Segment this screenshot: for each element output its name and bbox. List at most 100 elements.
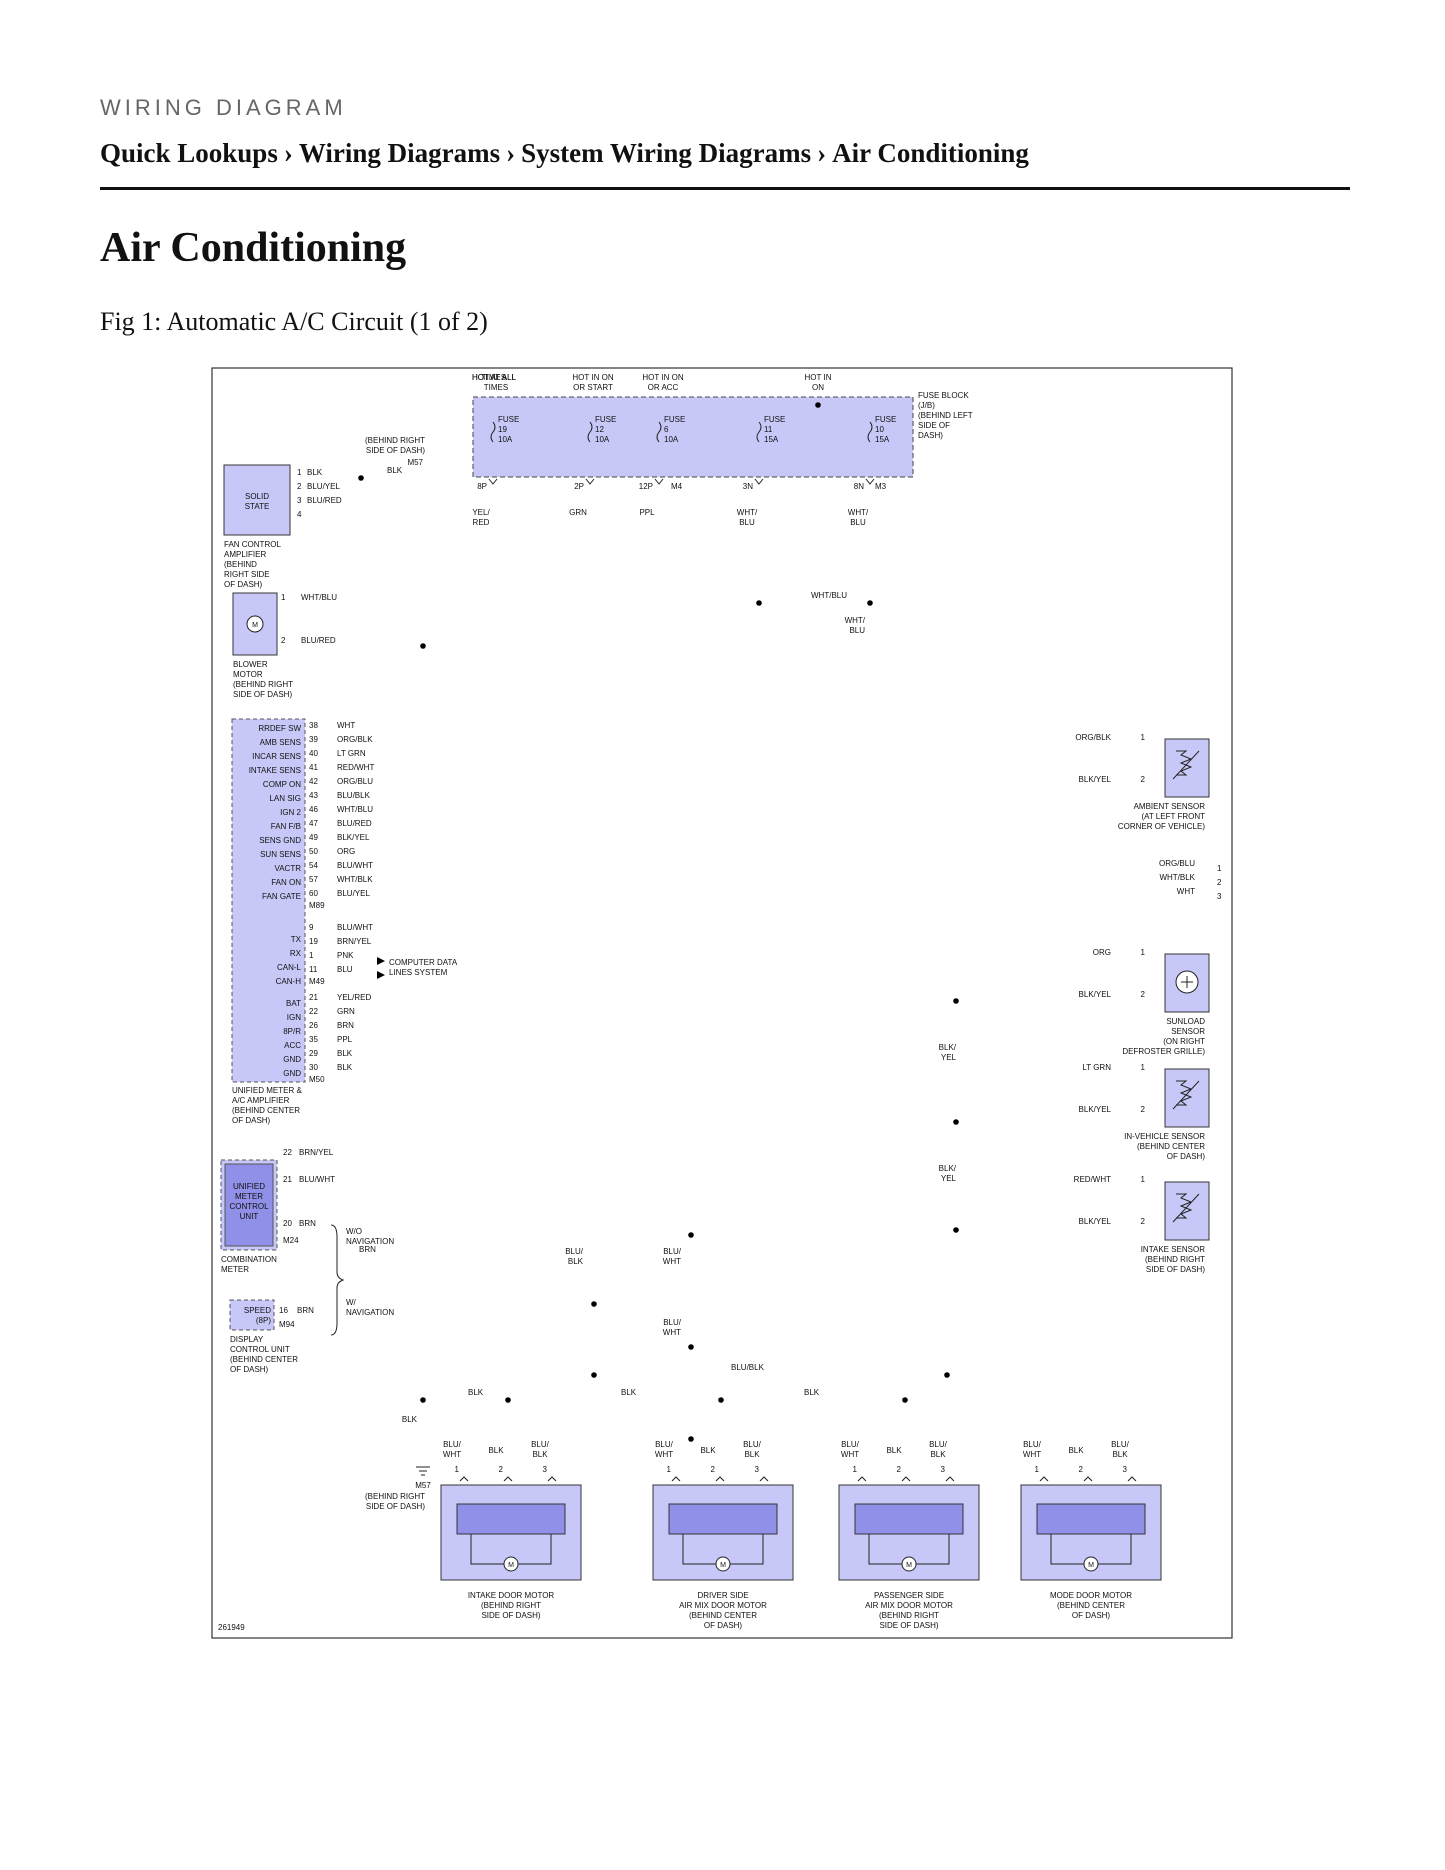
brn-label: BRN	[359, 1245, 376, 1254]
ac-amp-terminal: GND	[283, 1055, 301, 1064]
fuse-wire-label: WHT/	[737, 508, 758, 517]
door-motor-label: AIR MIX DOOR MOTOR	[865, 1601, 953, 1610]
thermistor-icon	[1172, 1080, 1200, 1110]
sensor-pin: 1	[1141, 1175, 1146, 1184]
door-motor-label: OF DASH)	[704, 1621, 743, 1630]
fuse-wire-label: YEL/	[472, 508, 490, 517]
combo-pin: 22	[283, 1148, 292, 1157]
breadcrumb-wiring-diagrams[interactable]: Wiring Diagrams	[298, 138, 501, 168]
connector-pin	[865, 478, 875, 485]
resistor-icon	[1176, 750, 1193, 776]
door-motor-label: SIDE OF DASH)	[879, 1621, 938, 1630]
sensor-wire: BLK/YEL	[1079, 1105, 1112, 1114]
door-motor-label: (BEHIND CENTER	[689, 1611, 757, 1620]
w-nav-label: W/	[346, 1298, 357, 1307]
ac-amp-pin: 42	[309, 777, 318, 786]
fuse-amp: 10A	[595, 435, 610, 444]
fuse-name: FUSE	[595, 415, 616, 424]
ac-amp-wire-label: BLU/RED	[337, 819, 372, 828]
sensor	[1164, 1181, 1210, 1241]
sensor-pin: 1	[1141, 1063, 1146, 1072]
splice-dot	[815, 402, 821, 408]
ac-amp-pin: 47	[309, 819, 318, 828]
fuse-pin: 8P	[477, 482, 487, 491]
connector-m94: M94	[279, 1320, 295, 1329]
door-motor-pin: 3	[941, 1465, 946, 1474]
can-label: LINES SYSTEM	[389, 968, 448, 977]
ground-icon	[416, 1466, 430, 1476]
splice-dot	[420, 643, 426, 649]
connector-m49: M49	[309, 977, 325, 986]
connector-pin	[459, 1476, 469, 1482]
section-eyebrow: WIRING DIAGRAM	[100, 95, 347, 120]
bus-label: BLK	[568, 1257, 584, 1266]
ac-amp-terminal: INCAR SENS	[252, 752, 301, 761]
ac-amp-wire-label: YEL/RED	[337, 993, 371, 1002]
fuse-block-label: (BEHIND LEFT	[918, 411, 973, 420]
fuse-wire-label: BLU	[739, 518, 755, 527]
fuse-number: 10	[875, 425, 884, 434]
ac-amp-label: UNIFIED METER &	[232, 1086, 302, 1095]
fuse-element	[587, 421, 593, 443]
fuse-amp: 10A	[664, 435, 679, 444]
fuse-pin: 2P	[574, 482, 584, 491]
display-label: OF DASH)	[230, 1365, 269, 1374]
ac-amp-wire-label: WHT/BLK	[337, 875, 373, 884]
ac-amp-pin: 38	[309, 721, 318, 730]
connector-pin	[754, 478, 764, 485]
breadcrumb-system-wiring-diagrams[interactable]: System Wiring Diagrams	[521, 138, 812, 168]
ac-amp-terminal: FAN F/B	[271, 822, 301, 831]
door-motor-pin: 3	[543, 1465, 548, 1474]
breadcrumb-air-conditioning[interactable]: Air Conditioning	[832, 138, 1029, 168]
ac-amp-wire-label: BRN	[337, 1021, 354, 1030]
display-label: DISPLAY	[230, 1335, 264, 1344]
sensor-pin: 2	[1141, 775, 1146, 784]
blower-motor-m: M	[252, 622, 258, 629]
bus-label: BLU/	[663, 1247, 682, 1256]
ac-amp-wire-label: ORG/BLK	[337, 735, 373, 744]
fan-amp-ground-label: (BEHIND RIGHT	[365, 436, 425, 445]
ac-amp-terminal: 8P/R	[283, 1027, 301, 1036]
fan-amp-ground-conn: M57	[407, 458, 423, 467]
sensor-label: SIDE OF DASH)	[1146, 1265, 1205, 1274]
sensor-label: OF DASH)	[1167, 1152, 1206, 1161]
connector-pin	[585, 478, 595, 485]
thermistor-icon	[1172, 1193, 1200, 1223]
fuse-number: 11	[764, 425, 773, 434]
unified-meter-control-unit	[224, 1163, 274, 1247]
ac-amp-terminal: IGN 2	[280, 808, 301, 817]
fan-control-amplifier	[223, 464, 291, 536]
connector-pin	[1083, 1476, 1093, 1482]
ac-amp-terminal: CAN-L	[277, 963, 302, 972]
door-motor-wire: BLU/	[1023, 1440, 1042, 1449]
door-motor-pin: 2	[1079, 1465, 1084, 1474]
sensor-wire: BLK/YEL	[1079, 990, 1112, 999]
combo-wire: BRN	[299, 1219, 316, 1228]
connector-pin	[715, 1476, 725, 1482]
connector-pin	[654, 478, 664, 485]
blower-wire: BLU/RED	[301, 636, 336, 645]
offpage-pin: 1	[1217, 864, 1222, 873]
breadcrumb-quick-lookups[interactable]: Quick Lookups	[100, 138, 278, 168]
fuse-amp: 15A	[875, 435, 890, 444]
display-pin: 16	[279, 1306, 288, 1315]
display-wire: BRN	[297, 1306, 314, 1315]
sensor-wire: BLK/YEL	[1079, 1217, 1112, 1226]
sensor-label: SENSOR	[1171, 1027, 1205, 1036]
fuse-name: FUSE	[875, 415, 896, 424]
diagram-frame	[211, 367, 1233, 1639]
sensor-label: (BEHIND CENTER	[1137, 1142, 1205, 1151]
connector-pin	[547, 1476, 557, 1482]
fuse-block-label: (J/B)	[918, 401, 935, 410]
hot-label: TIMES	[484, 383, 508, 392]
resistor-icon	[1176, 1193, 1193, 1219]
fuse-element	[867, 421, 873, 443]
fuse-element	[756, 421, 762, 443]
door-motor-m: M	[508, 1562, 514, 1569]
connector-m4: M4	[671, 482, 683, 491]
ac-amp-terminal: GND	[283, 1069, 301, 1078]
display-label: CONTROL UNIT	[230, 1345, 290, 1354]
sensor-pin: 2	[1141, 1105, 1146, 1114]
breadcrumb-separator: ›	[506, 138, 516, 168]
